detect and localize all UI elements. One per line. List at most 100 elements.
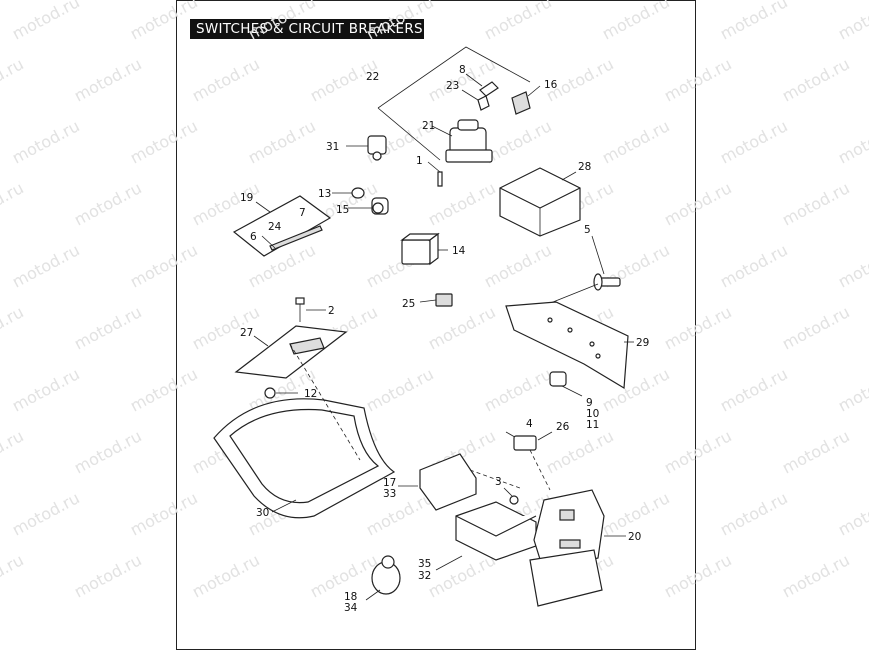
callout-19: 19 xyxy=(240,192,253,204)
callout-22: 22 xyxy=(366,71,379,83)
watermark-text: motod.ru xyxy=(363,0,437,44)
part-9-switch xyxy=(549,371,583,397)
part-25-fuse xyxy=(419,293,453,307)
watermark-text: motod.ru xyxy=(71,54,145,105)
callout-12: 12 xyxy=(304,388,317,400)
watermark-text: motod.ru xyxy=(717,488,791,539)
watermark-text: motod.ru xyxy=(71,550,145,601)
part-16-plate xyxy=(511,85,541,115)
circuit-breaker-kit-bracket xyxy=(377,46,531,161)
watermark-text: motod.ru xyxy=(127,116,201,167)
callout-18: 18 xyxy=(344,591,357,603)
watermark-text: motod.ru xyxy=(9,116,83,167)
callout-14: 14 xyxy=(452,245,466,257)
watermark-text: motod.ru xyxy=(835,488,869,539)
part-3-screw xyxy=(503,487,519,505)
callout-2: 2 xyxy=(328,305,335,317)
callout-28: 28 xyxy=(578,161,591,173)
part-29-bracket xyxy=(505,301,634,390)
watermark-text: motod.ru xyxy=(71,178,145,229)
watermark-text: motod.ru xyxy=(9,488,83,539)
part-23-connector xyxy=(461,89,490,111)
part-8-terminal xyxy=(465,73,499,97)
callout-4: 4 xyxy=(526,418,533,430)
watermark-text: motod.ru xyxy=(835,0,869,44)
callout-33: 33 xyxy=(383,488,396,500)
part-27-mounting-plate xyxy=(234,325,348,379)
watermark-text: motod.ru xyxy=(425,302,499,353)
callout-11: 11 xyxy=(586,419,599,431)
watermark-text: motod.ru xyxy=(71,302,145,353)
watermark-text: motod.ru xyxy=(0,426,27,477)
callout-9: 9 xyxy=(586,397,593,409)
watermark-text: motod.ru xyxy=(835,116,869,167)
watermark-text: motod.ru xyxy=(717,0,791,44)
watermark-text: motod.ru xyxy=(0,302,27,353)
watermark-text: motod.ru xyxy=(661,178,735,229)
callout-34: 34 xyxy=(344,602,358,614)
watermark-text: motod.ru xyxy=(661,54,735,105)
watermark-text: motod.ru xyxy=(661,550,735,601)
watermark-text: motod.ru xyxy=(127,364,201,415)
watermark-text: motod.ru xyxy=(481,240,555,291)
watermark-text: motod.ru xyxy=(9,364,83,415)
callout-8: 8 xyxy=(459,64,466,76)
part-31-switch xyxy=(346,135,387,161)
watermark-text: motod.ru xyxy=(127,240,201,291)
part-18-key-tag xyxy=(365,555,401,601)
part-12-nut xyxy=(264,387,298,399)
callout-15: 15 xyxy=(336,204,349,216)
watermark-text: motod.ru xyxy=(779,54,853,105)
part-13-o-ring xyxy=(332,187,365,199)
watermark-text: motod.ru xyxy=(363,364,437,415)
part-20-fuse-block xyxy=(529,489,626,607)
watermark-text: motod.ru xyxy=(835,364,869,415)
watermark-text: motod.ru xyxy=(543,426,617,477)
part-15-switch-knob xyxy=(348,197,389,215)
part-21-circuit-breaker xyxy=(431,119,493,163)
watermark-text: motod.ru xyxy=(717,364,791,415)
part-35-module xyxy=(435,501,537,571)
watermark-text: motod.ru xyxy=(779,178,853,229)
callout-24: 24 xyxy=(268,221,282,233)
part-28-boot-cover xyxy=(499,167,581,237)
callout-35: 35 xyxy=(418,558,431,570)
watermark-text: motod.ru xyxy=(189,54,263,105)
watermark-text: motod.ru xyxy=(425,54,499,105)
part-19-wiring-bag xyxy=(232,195,332,257)
watermark-text: motod.ru xyxy=(779,550,853,601)
watermark-text: motod.ru xyxy=(127,0,201,44)
callout-32: 32 xyxy=(418,570,431,582)
callout-3: 3 xyxy=(495,476,502,488)
diagram-frame xyxy=(176,0,696,650)
watermark-text: motod.ru xyxy=(71,426,145,477)
part-17-module xyxy=(398,453,521,511)
callout-17: 17 xyxy=(383,477,396,489)
part-14-relay xyxy=(400,232,448,266)
callout-26: 26 xyxy=(556,421,570,433)
callout-13: 13 xyxy=(318,188,331,200)
callout-7: 7 xyxy=(299,207,306,219)
callout-31: 31 xyxy=(326,141,339,153)
watermark-text: motod.ru xyxy=(481,364,555,415)
watermark-text: motod.ru xyxy=(779,426,853,477)
callout-29: 29 xyxy=(636,337,649,349)
watermark-text: motod.ru xyxy=(599,116,673,167)
page-title: SWITCHES & CIRCUIT BREAKERS xyxy=(190,19,424,39)
watermark-text: motod.ru xyxy=(0,54,27,105)
watermark-text: motod.ru xyxy=(189,550,263,601)
watermark-text: motod.ru xyxy=(0,550,27,601)
watermark-text: motod.ru xyxy=(245,116,319,167)
callout-30: 30 xyxy=(256,507,269,519)
watermark-text: motod.ru xyxy=(127,488,201,539)
part-2-bolt xyxy=(295,297,326,322)
part-30-tray xyxy=(213,343,396,519)
callout-5: 5 xyxy=(584,224,591,236)
part-1-screw xyxy=(427,161,443,187)
watermark-text: motod.ru xyxy=(835,240,869,291)
callout-1: 1 xyxy=(416,155,423,167)
watermark-text: motod.ru xyxy=(245,0,319,44)
watermark-text: motod.ru xyxy=(481,0,555,44)
callout-16: 16 xyxy=(544,79,558,91)
